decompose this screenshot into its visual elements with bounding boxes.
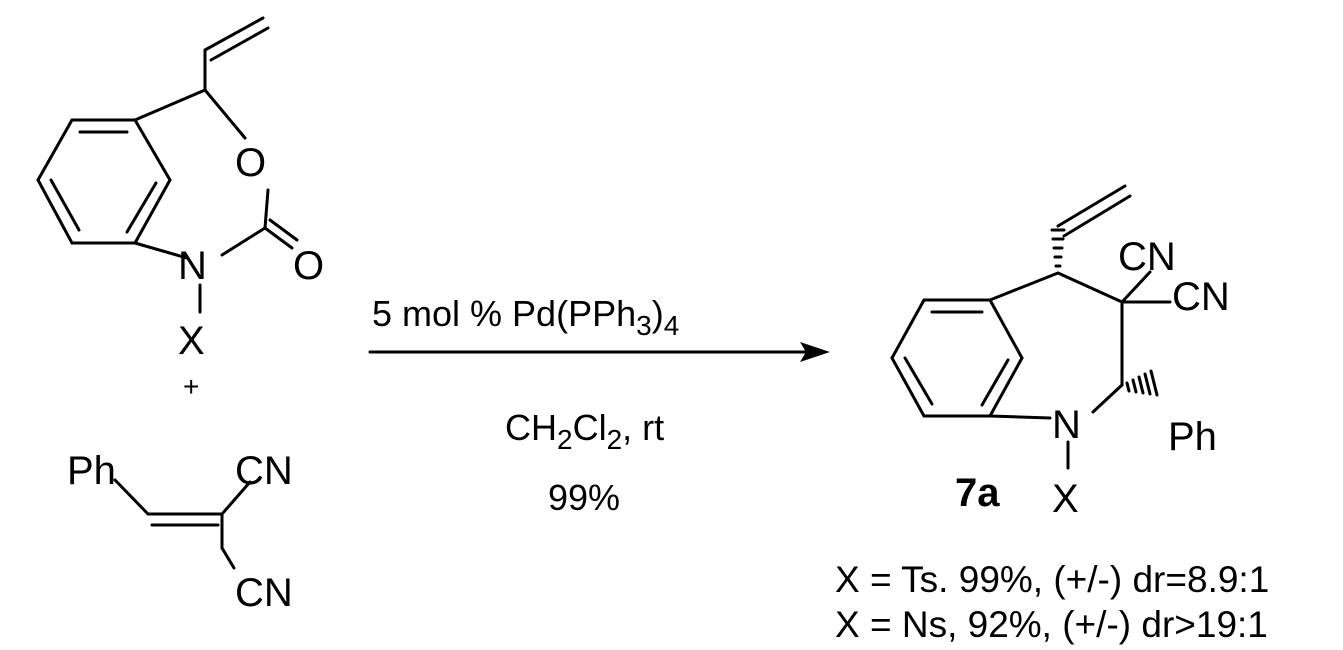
product-phenyl-label: Ph [1168, 415, 1217, 459]
reaction-arrow [368, 342, 830, 362]
phenyl-hashed-wedge [1125, 369, 1159, 397]
compound-label-7a: 7a [955, 471, 1000, 515]
product-substituent-label: X [1052, 477, 1079, 521]
reactant-1-nitrogen-label: N [178, 244, 207, 288]
plus-sign: + [183, 371, 199, 402]
solvent-label: CH2Cl2, rt [505, 407, 664, 455]
result-line-ns: X = Ns, 92%, (+/-) dr>19:1 [835, 604, 1268, 645]
product-nitrile-right-label: CN [1172, 275, 1230, 319]
carbonyl-oxygen-label: O [293, 244, 324, 288]
product-structure [890, 184, 1172, 470]
reactant-2-nitrile-bottom-label: CN [235, 571, 293, 615]
product-nitrile-top-label: CN [1118, 235, 1176, 279]
result-line-ts: X = Ts. 99%, (+/-) dr=8.9:1 [835, 559, 1269, 600]
yield-label: 99% [548, 477, 620, 518]
reactant-1-substituent-label: X [178, 319, 205, 363]
product-nitrogen-label: N [1052, 403, 1081, 447]
catalyst-label: 5 mol % Pd(PPh3)4 [372, 293, 679, 341]
reactant-2-phenyl-label: Ph [67, 449, 116, 493]
reactant-1-structure [36, 16, 299, 314]
reactant-2-nitrile-top-label: CN [235, 449, 293, 493]
reactant-2-structure [113, 478, 252, 570]
vinyl-hashed-wedge [1050, 228, 1066, 268]
ring-oxygen-label: O [235, 141, 266, 185]
